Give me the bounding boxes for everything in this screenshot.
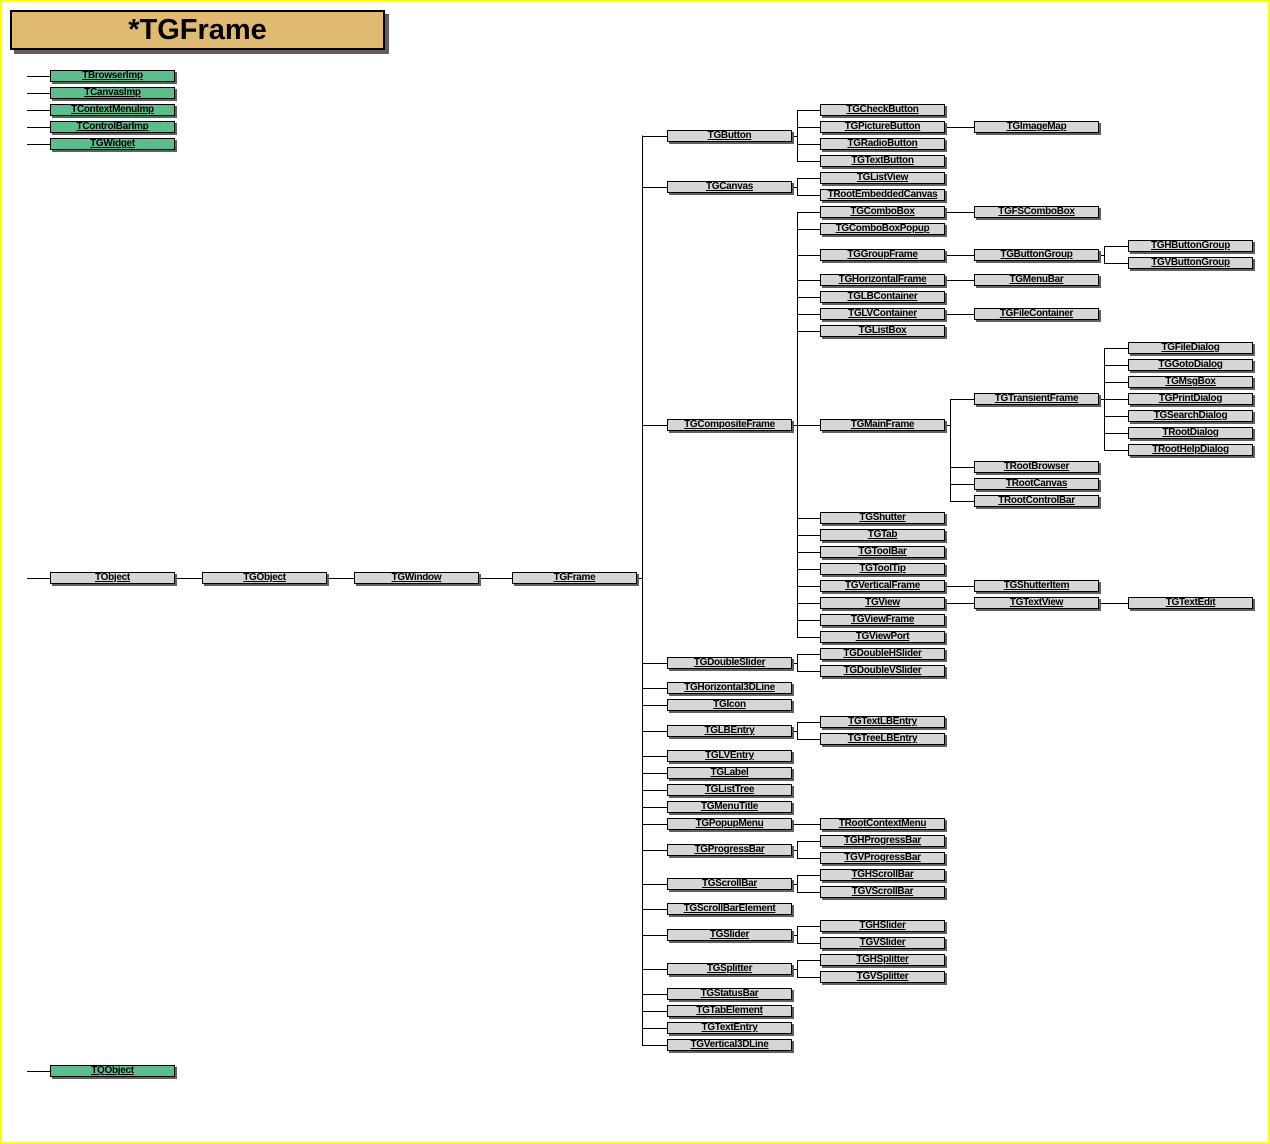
class-node-tgbuttongroup[interactable]: TGButtonGroup: [974, 249, 1099, 261]
class-node-tgscrollbarelement[interactable]: TGScrollBarElement: [667, 903, 792, 915]
class-node-tgvscrollbar[interactable]: TGVScrollBar: [820, 886, 945, 898]
class-node-troothelpdialog[interactable]: TRootHelpDialog: [1128, 444, 1253, 456]
class-node-tghorizontalframe[interactable]: TGHorizontalFrame: [820, 274, 945, 286]
class-node-tgframe[interactable]: TGFrame: [512, 572, 637, 584]
class-node-tglabel[interactable]: TGLabel: [667, 767, 792, 779]
class-node-tgverticalframe[interactable]: TGVerticalFrame: [820, 580, 945, 592]
class-node-tggotodialog[interactable]: TGGotoDialog: [1128, 359, 1253, 371]
class-node-tglistview[interactable]: TGListView: [820, 172, 945, 184]
class-node-tgvbuttongroup[interactable]: TGVButtonGroup: [1128, 257, 1253, 269]
class-node-tgfiledialog[interactable]: TGFileDialog: [1128, 342, 1253, 354]
class-node-tgshutteritem[interactable]: TGShutterItem: [974, 580, 1099, 592]
class-node-trootembeddedcanvas[interactable]: TRootEmbeddedCanvas: [820, 189, 945, 201]
class-node-tgtabelement[interactable]: TGTabElement: [667, 1005, 792, 1017]
class-node-tgtransientframe[interactable]: TGTransientFrame: [974, 393, 1099, 405]
class-node-tgdoubleslider[interactable]: TGDoubleSlider: [667, 657, 792, 669]
class-node-tgvsplitter[interactable]: TGVSplitter: [820, 971, 945, 983]
class-node-trootcontextmenu[interactable]: TRootContextMenu: [820, 818, 945, 830]
class-node-tgviewport[interactable]: TGViewPort: [820, 631, 945, 643]
class-node-tgscrollbar[interactable]: TGScrollBar: [667, 878, 792, 890]
class-node-tqobject[interactable]: TQObject: [50, 1065, 175, 1077]
class-node-tglistbox[interactable]: TGListBox: [820, 325, 945, 337]
class-node-trootcontrolbar[interactable]: TRootControlBar: [974, 495, 1099, 507]
class-node-tgmainframe[interactable]: TGMainFrame: [820, 419, 945, 431]
class-node-tgcomboboxpopup[interactable]: TGComboBoxPopup: [820, 223, 945, 235]
class-node-tgcombobox[interactable]: TGComboBox: [820, 206, 945, 218]
class-node-trootcanvas[interactable]: TRootCanvas: [974, 478, 1099, 490]
class-node-tbrowserimp[interactable]: TBrowserImp: [50, 70, 175, 82]
class-node-tglbcontainer[interactable]: TGLBContainer: [820, 291, 945, 303]
class-node-tghscrollbar[interactable]: TGHScrollBar: [820, 869, 945, 881]
class-node-tgprogressbar[interactable]: TGProgressBar: [667, 844, 792, 856]
class-node-tgsplitter[interactable]: TGSplitter: [667, 963, 792, 975]
class-node-tgmsgbox[interactable]: TGMsgBox: [1128, 376, 1253, 388]
class-node-tglventry[interactable]: TGLVEntry: [667, 750, 792, 762]
class-node-tgobject[interactable]: TGObject: [202, 572, 327, 584]
class-node-tglbentry[interactable]: TGLBEntry: [667, 725, 792, 737]
class-node-tgtextedit[interactable]: TGTextEdit: [1128, 597, 1253, 609]
class-node-trootdialog[interactable]: TRootDialog: [1128, 427, 1253, 439]
diagram-title: *TGFrame: [10, 10, 385, 50]
class-node-tgprintdialog[interactable]: TGPrintDialog: [1128, 393, 1253, 405]
class-node-tglvcontainer[interactable]: TGLVContainer: [820, 308, 945, 320]
class-node-tgtextentry[interactable]: TGTextEntry: [667, 1022, 792, 1034]
class-node-tgtreelbentry[interactable]: TGTreeLBEntry: [820, 733, 945, 745]
class-node-tgtextbutton[interactable]: TGTextButton: [820, 155, 945, 167]
class-node-tgmenubar[interactable]: TGMenuBar: [974, 274, 1099, 286]
class-node-tgwidget[interactable]: TGWidget: [50, 138, 175, 150]
class-node-tgpicturebutton[interactable]: TGPictureButton: [820, 121, 945, 133]
class-node-tghbuttongroup[interactable]: TGHButtonGroup: [1128, 240, 1253, 252]
class-node-tgvertical3dline[interactable]: TGVertical3DLine: [667, 1039, 792, 1051]
class-node-tgtoolbar[interactable]: TGToolBar: [820, 546, 945, 558]
class-node-tgfscombobox[interactable]: TGFSComboBox: [974, 206, 1099, 218]
class-node-tgtooltip[interactable]: TGToolTip: [820, 563, 945, 575]
class-node-tghsplitter[interactable]: TGHSplitter: [820, 954, 945, 966]
class-node-tghslider[interactable]: TGHSlider: [820, 920, 945, 932]
class-node-tgcanvas[interactable]: TGCanvas: [667, 181, 792, 193]
class-node-tgwindow[interactable]: TGWindow: [354, 572, 479, 584]
class-node-tcontextmenuimp[interactable]: TContextMenuImp: [50, 104, 175, 116]
class-node-tgcompositeframe[interactable]: TGCompositeFrame: [667, 419, 792, 431]
class-node-tgicon[interactable]: TGIcon: [667, 699, 792, 711]
class-node-tgtextlbentry[interactable]: TGTextLBEntry: [820, 716, 945, 728]
class-node-tgslider[interactable]: TGSlider: [667, 929, 792, 941]
class-node-tgview[interactable]: TGView: [820, 597, 945, 609]
class-node-tgstatusbar[interactable]: TGStatusBar: [667, 988, 792, 1000]
class-node-tgimagemap[interactable]: TGImageMap: [974, 121, 1099, 133]
class-node-tgvslider[interactable]: TGVSlider: [820, 937, 945, 949]
class-node-tgviewframe[interactable]: TGViewFrame: [820, 614, 945, 626]
class-node-tgradiobutton[interactable]: TGRadioButton: [820, 138, 945, 150]
class-node-tgcheckbutton[interactable]: TGCheckButton: [820, 104, 945, 116]
class-node-tgmenutitle[interactable]: TGMenuTitle: [667, 801, 792, 813]
class-node-tgpopupmenu[interactable]: TGPopupMenu: [667, 818, 792, 830]
class-node-tgtab[interactable]: TGTab: [820, 529, 945, 541]
class-node-tgsearchdialog[interactable]: TGSearchDialog: [1128, 410, 1253, 422]
class-node-tgdoublehslider[interactable]: TGDoubleHSlider: [820, 648, 945, 660]
class-node-tghorizontal3dline[interactable]: TGHorizontal3DLine: [667, 682, 792, 694]
class-node-tgbutton[interactable]: TGButton: [667, 130, 792, 142]
class-node-tcontrolbarimp[interactable]: TControlBarImp: [50, 121, 175, 133]
class-node-tgshutter[interactable]: TGShutter: [820, 512, 945, 524]
class-node-tgtextview[interactable]: TGTextView: [974, 597, 1099, 609]
class-node-tglisttree[interactable]: TGListTree: [667, 784, 792, 796]
class-node-tobject[interactable]: TObject: [50, 572, 175, 584]
class-node-tghprogressbar[interactable]: TGHProgressBar: [820, 835, 945, 847]
class-node-tcanvasimp[interactable]: TCanvasImp: [50, 87, 175, 99]
class-node-tgfilecontainer[interactable]: TGFileContainer: [974, 308, 1099, 320]
class-node-tggroupframe[interactable]: TGGroupFrame: [820, 249, 945, 261]
class-node-trootbrowser[interactable]: TRootBrowser: [974, 461, 1099, 473]
class-node-tgdoublevslider[interactable]: TGDoubleVSlider: [820, 665, 945, 677]
class-node-tgvprogressbar[interactable]: TGVProgressBar: [820, 852, 945, 864]
